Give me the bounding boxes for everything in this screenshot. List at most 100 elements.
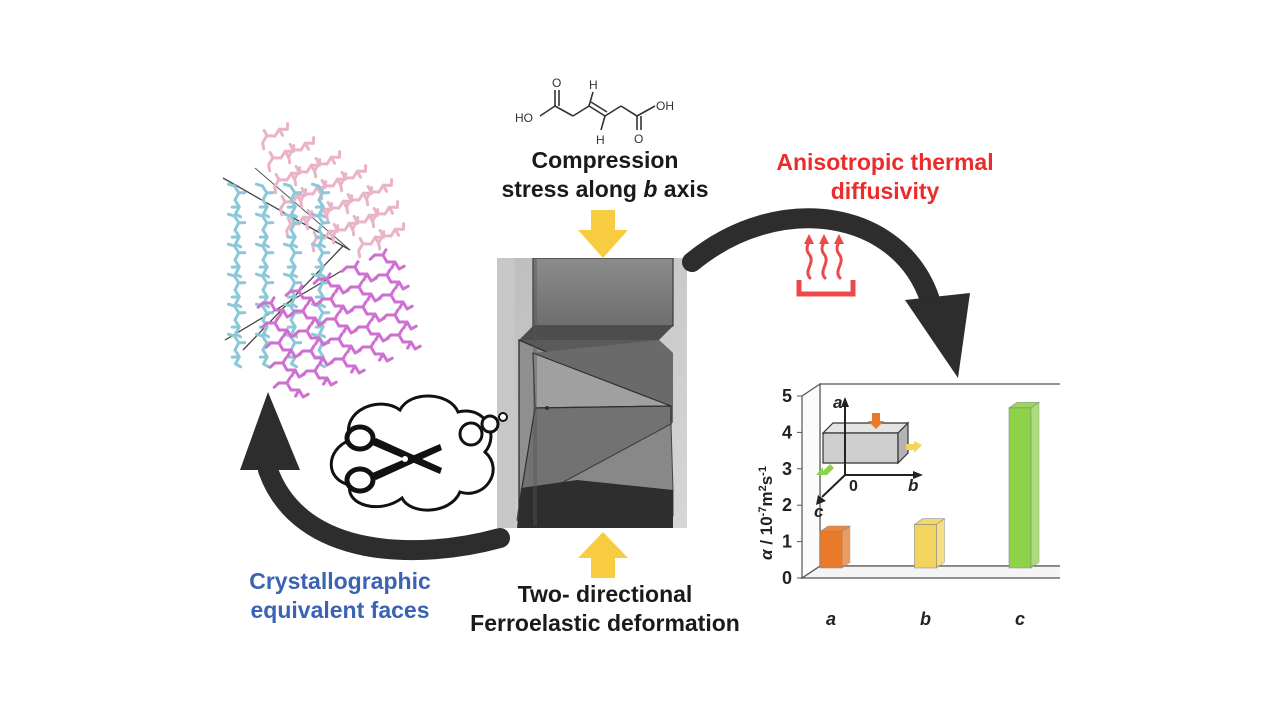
atom-h-bottom: H (596, 133, 605, 147)
packing-molecule (365, 178, 394, 207)
packing-molecule (340, 260, 378, 283)
packing-molecule (356, 340, 394, 363)
arrow-to-chart (682, 208, 940, 310)
packing-molecule (310, 242, 331, 279)
y-tick-label: 3 (782, 459, 792, 479)
crystallographic-line2: equivalent faces (250, 597, 430, 623)
thought-bubble (329, 394, 508, 512)
arrow-to-packing (258, 460, 510, 561)
atom-ho: HO (515, 111, 533, 125)
packing-molecule (292, 324, 330, 347)
packing-molecule (226, 242, 247, 279)
compression-label: Compression stress along b axis (460, 146, 750, 204)
stress-arrow-bottom-icon (578, 532, 628, 578)
inset-axis-b: b (908, 476, 918, 495)
heat-source-icon (796, 234, 856, 297)
packing-molecule (310, 212, 331, 249)
packing-molecule (288, 304, 326, 327)
packing-molecule (261, 122, 290, 151)
stress-arrow-top-icon (578, 210, 628, 258)
packing-molecule (320, 312, 358, 335)
packing-molecule (226, 272, 247, 309)
y-tick-label: 1 (782, 532, 792, 552)
packing-molecule (268, 356, 306, 379)
y-tick-label: 5 (782, 386, 792, 406)
crystallographic-line1: Crystallographic (249, 568, 431, 594)
packing-molecule (254, 212, 275, 249)
packing-molecule (256, 296, 294, 319)
thermal-line1: Anisotropic thermal (776, 149, 994, 175)
packing-molecule (282, 302, 303, 339)
packing-molecule (296, 344, 334, 367)
chart-side-wall (801, 382, 821, 580)
packing-molecule (313, 150, 342, 179)
inset-origin: 0 (849, 478, 858, 495)
chart-y-axis-label: α / 10-7m2s-1 (757, 466, 776, 560)
ferroelastic-label: Two- directional Ferroelastic deformatio… (440, 580, 770, 638)
molecule-structure: HO O H H O OH (515, 76, 674, 147)
packing-molecule (254, 182, 275, 219)
y-tick-label: 4 (782, 422, 792, 442)
thermal-line2: diffusivity (830, 178, 940, 204)
crystal-packing (222, 122, 422, 399)
packing-molecule (319, 172, 348, 201)
packing-molecule (226, 302, 247, 339)
y-tick-label: 0 (782, 568, 792, 588)
atom-oh: OH (656, 99, 674, 113)
ylabel-unit: m (757, 491, 776, 506)
compression-line2: stress along b axis (460, 175, 750, 204)
compression-suffix: axis (657, 176, 709, 202)
packing-molecule (310, 302, 331, 339)
packing-molecule (352, 320, 390, 343)
crystal-micrograph (497, 258, 687, 528)
packing-molecule (282, 182, 303, 219)
packing-molecule (316, 292, 354, 315)
packing-molecule (254, 242, 275, 279)
atom-o-left: O (552, 76, 561, 90)
packing-molecule (226, 332, 247, 369)
arrow-to-chart-head (905, 293, 970, 378)
packing-molecule (324, 332, 362, 355)
packing-molecule (371, 200, 400, 229)
packing-molecule (260, 316, 298, 339)
packing-molecule (368, 248, 406, 271)
x-tick-label-b: b (920, 609, 931, 629)
packing-molecule (226, 182, 247, 219)
packing-molecule (284, 284, 322, 307)
packing-molecule (384, 328, 422, 351)
chart-frame (800, 382, 1060, 580)
packing-molecule (310, 272, 331, 309)
packing-molecule (328, 352, 366, 375)
packing-molecule (300, 364, 338, 387)
packing-molecule (264, 336, 302, 359)
packing-molecule (273, 166, 302, 195)
crystallographic-label: Crystallographic equivalent faces (215, 567, 465, 625)
scissors-icon (344, 424, 442, 494)
packing-molecule (376, 288, 414, 311)
packing-molecule (372, 268, 410, 291)
inset-axis-c: c (814, 502, 824, 521)
packing-molecule (344, 280, 382, 303)
packing-molecule (282, 212, 303, 249)
thermal-label: Anisotropic thermal diffusivity (745, 148, 1025, 206)
packing-molecule (325, 194, 354, 223)
bar-a (819, 525, 851, 569)
compression-line1: Compression (531, 147, 679, 173)
packing-molecule (348, 300, 386, 323)
ferroelastic-line1: Two- directional (517, 581, 693, 607)
packing-molecule (312, 272, 350, 295)
packing-molecule (272, 376, 310, 399)
packing-molecule (254, 272, 275, 309)
packing-molecule (377, 222, 406, 251)
packing-molecule (293, 158, 322, 187)
packing-molecule (311, 224, 340, 253)
chart-bars (819, 401, 1040, 569)
chart-inset: a b c 0 (814, 393, 923, 521)
bar-c (1008, 401, 1040, 569)
packing-molecule (299, 180, 328, 209)
ylabel-time: s (757, 476, 776, 485)
ylabel-rest: / 10 (757, 516, 776, 549)
